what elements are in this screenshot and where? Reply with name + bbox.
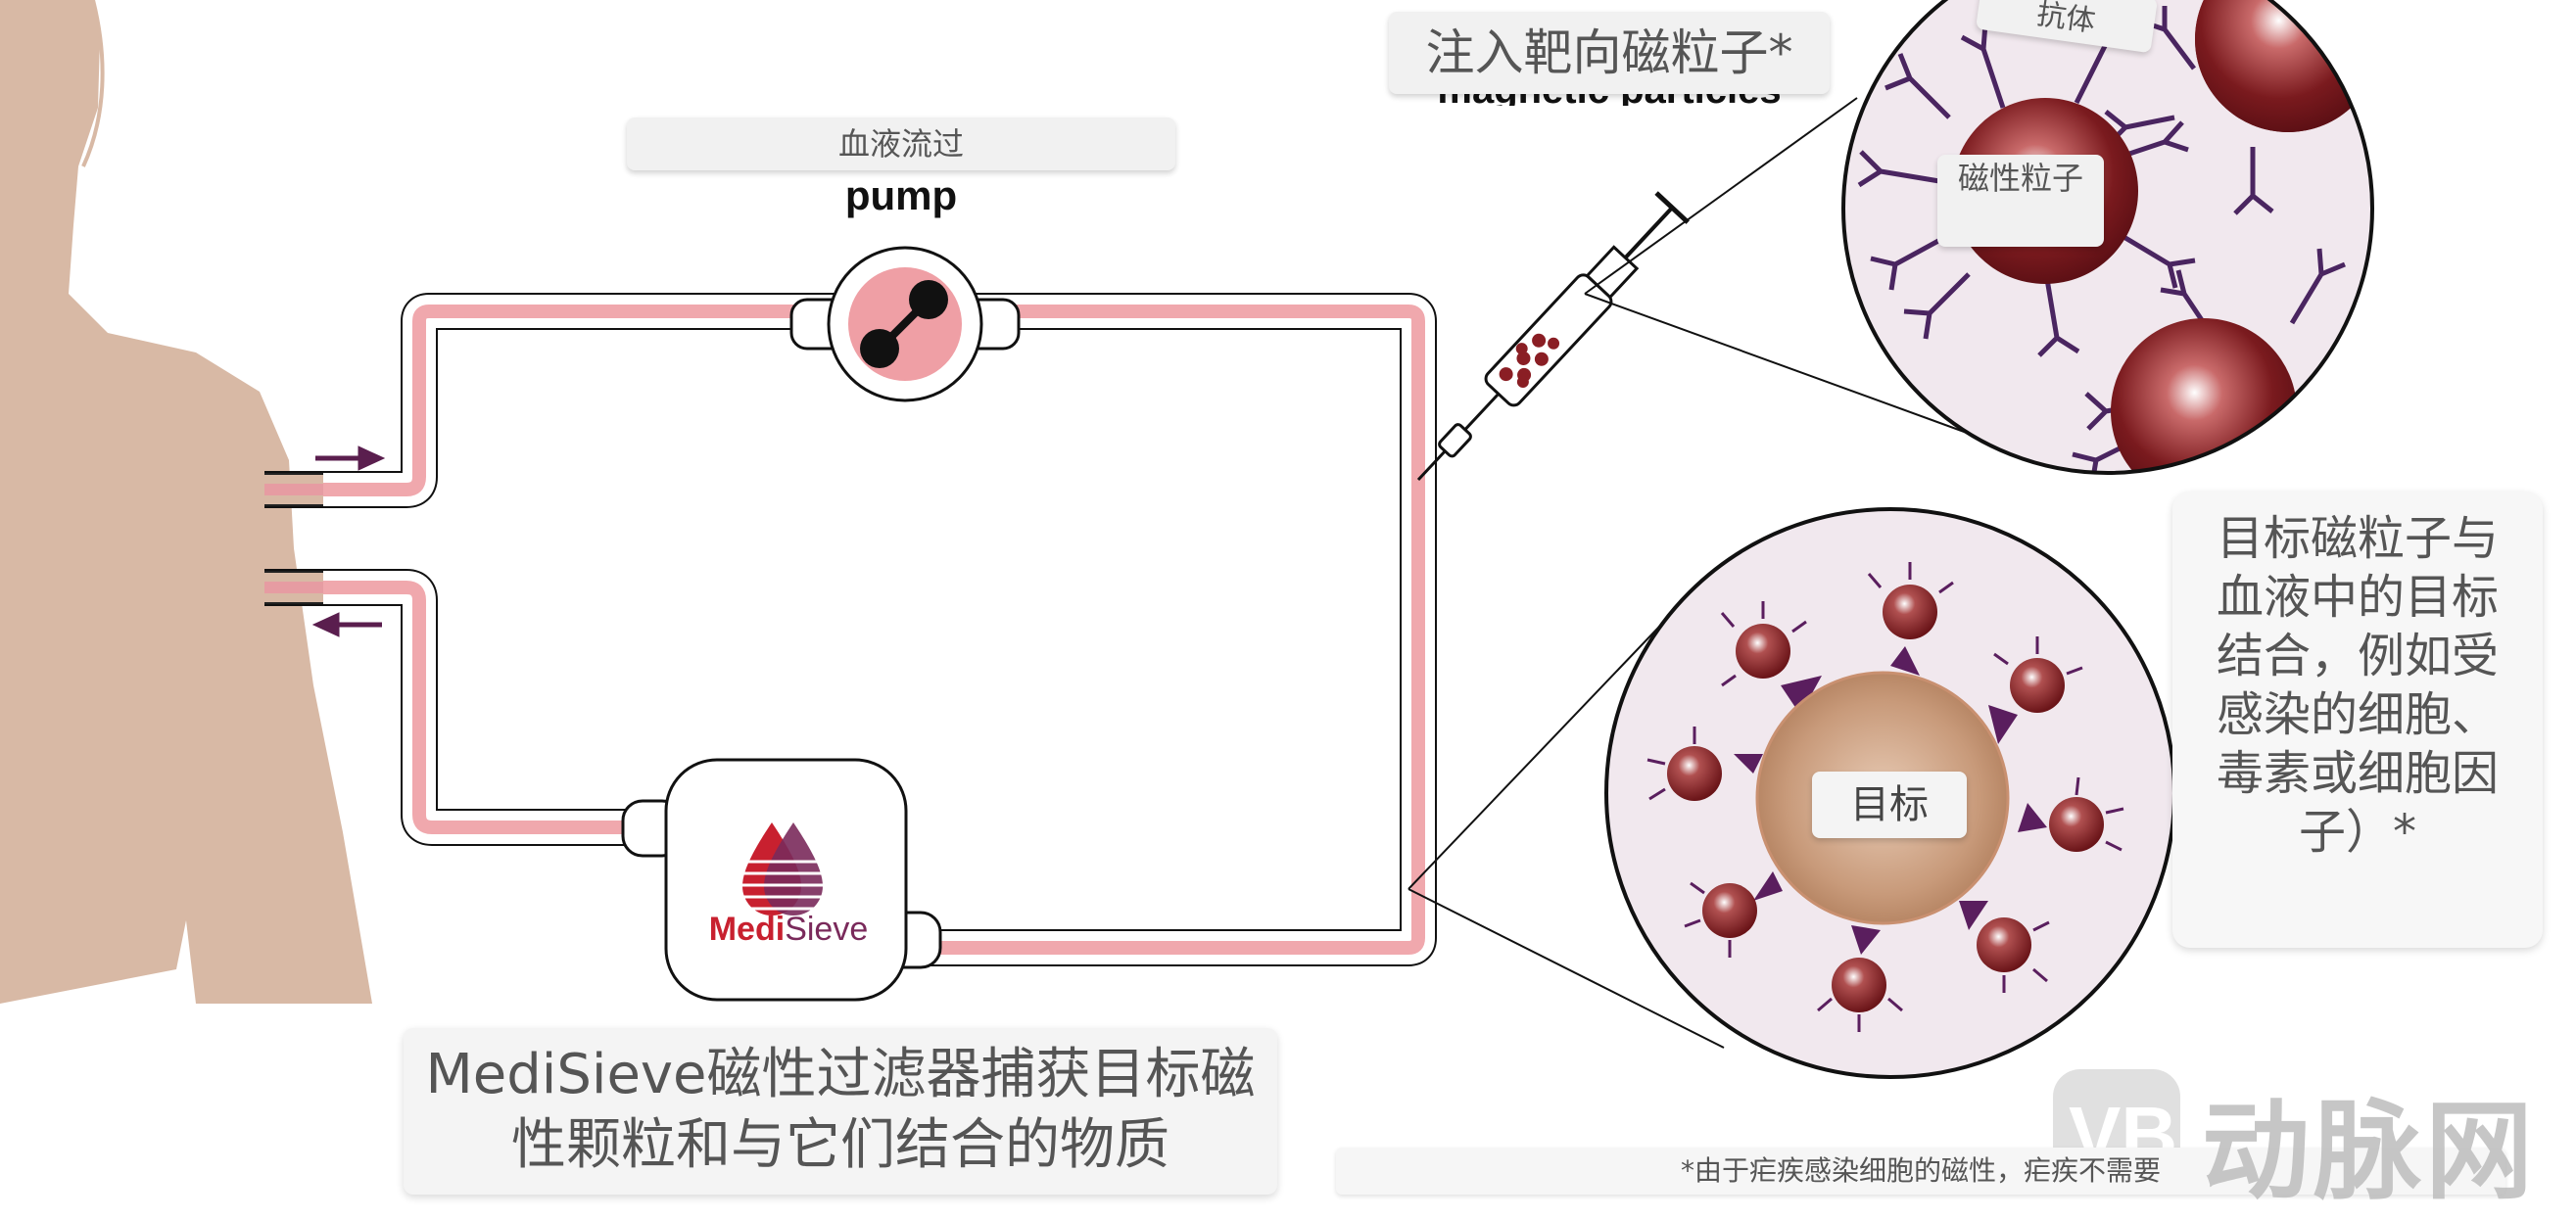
brand-medi: Medi <box>708 911 786 948</box>
medisieve-logo: MediSieve <box>705 911 872 949</box>
explanation-text: 目标磁粒子与血液中的目标结合，例如受感染的细胞、毒素或细胞因子）* <box>2216 511 2499 860</box>
patient-silhouette <box>0 0 372 1004</box>
syringe <box>1416 191 1690 482</box>
footnote: *由于疟疾感染细胞的磁性，疟疾不需要 <box>1336 1148 2505 1195</box>
brand-sieve: Sieve <box>785 911 869 948</box>
filter-caption: MediSieve磁性过滤器捕获目标磁性颗粒和与它们结合的物质 <box>404 1028 1277 1195</box>
caption-text: MediSieve磁性过滤器捕获目标磁性颗粒和与它们结合的物质 <box>425 1043 1256 1177</box>
watermark-text: 动脉网 <box>2202 1089 2537 1214</box>
magnetic-particle-label: 磁性粒子 <box>1937 155 2104 247</box>
medisieve-filter <box>621 758 942 1002</box>
pump-label: 血液流过 <box>627 117 1175 170</box>
target-label: 目标 <box>1812 772 1967 838</box>
explanation-box: 目标磁粒子与血液中的目标结合，例如受感染的细胞、毒素或细胞因子）* <box>2172 492 2543 948</box>
footnote-text: *由于疟疾感染细胞的磁性，疟疾不需要 <box>1680 1154 2161 1187</box>
pump-subtitle: pump <box>844 172 958 218</box>
injection-label: 注入靶向磁粒子* <box>1389 12 1830 94</box>
flow-arrows <box>311 446 386 637</box>
bound-particles <box>1667 585 2104 1012</box>
zoom-particles <box>1841 0 2374 475</box>
pump <box>789 246 1021 402</box>
